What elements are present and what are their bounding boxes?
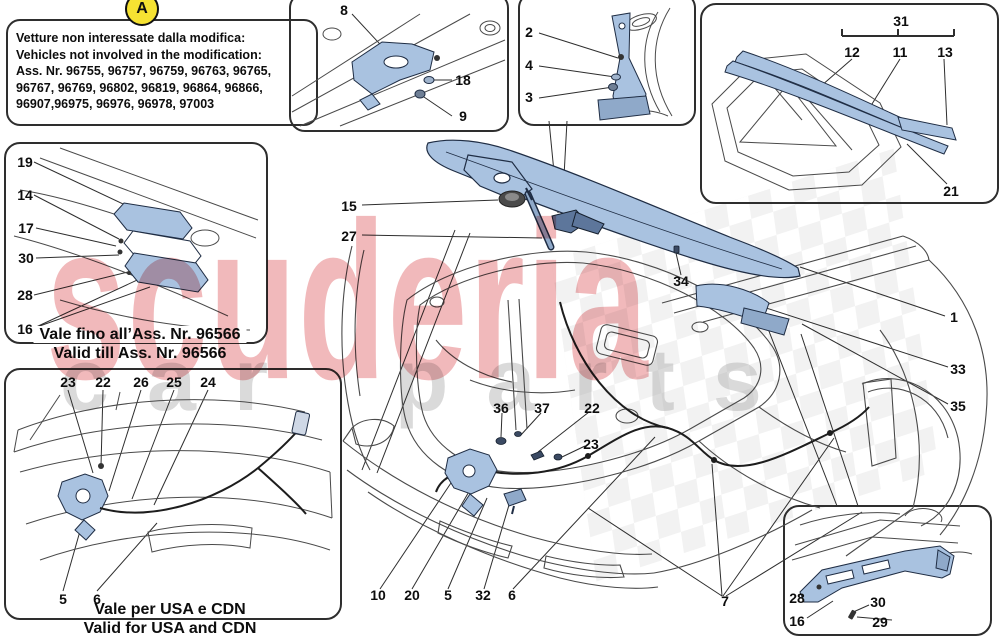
- note-line-ass3: 96907,96975, 96976, 96978, 97003: [16, 97, 215, 111]
- callout-main-10: 10: [370, 587, 386, 603]
- callout-main-36: 36: [493, 400, 509, 416]
- callout-gasket-box-21: 21: [943, 183, 959, 199]
- callout-main-23: 23: [583, 436, 599, 452]
- callout-main-34: 34: [673, 273, 689, 289]
- callout-main-35: 35: [950, 398, 966, 414]
- callout-hinge-bracket-box-18: 18: [455, 72, 471, 88]
- lid-hinge: [551, 209, 605, 235]
- fastener-parts: [495, 245, 680, 461]
- callout-usa-box-6: 6: [93, 591, 101, 607]
- valid-till-caption-en: Valid till Ass. Nr. 96566: [53, 345, 227, 362]
- callout-usa-box-22: 22: [95, 374, 111, 390]
- valid-till-caption-it: Vale fino all’Ass. Nr. 96566: [33, 326, 247, 344]
- callout-main-1: 1: [950, 309, 958, 325]
- callout-main-32: 32: [475, 587, 491, 603]
- badge-letter: A: [136, 0, 148, 17]
- gasket-detail-box: [700, 3, 999, 204]
- modification-note: Vetture non interessate dalla modifica: …: [16, 30, 308, 113]
- callout-gasket-box-31: 31: [893, 13, 909, 29]
- callout-usa-box-25: 25: [166, 374, 182, 390]
- usa-cdn-detail-box: [4, 368, 342, 620]
- callout-valid-till-box-14: 14: [17, 187, 33, 203]
- callout-usa-box-24: 24: [200, 374, 216, 390]
- callout-valid-till-box-19: 19: [17, 154, 33, 170]
- callout-main-20: 20: [404, 587, 420, 603]
- callout-hinge-bracket-box-9: 9: [459, 108, 467, 124]
- callout-main-37: 37: [534, 400, 550, 416]
- callout-hinge-box-3: 3: [525, 89, 533, 105]
- callout-gasket-box-12: 12: [844, 44, 860, 60]
- usa-caption-en: Valid for USA and CDN: [83, 620, 257, 637]
- callout-usa-box-5: 5: [59, 591, 67, 607]
- rear-trim-parts: [695, 283, 790, 336]
- gas-strut: [524, 187, 555, 251]
- cable-clips: [585, 430, 833, 463]
- callout-main-33: 33: [950, 361, 966, 377]
- modification-badge: A: [125, 0, 159, 26]
- callout-usa-box-26: 26: [133, 374, 149, 390]
- note-line-ass2: 96767, 96769, 96802, 96819, 96864, 96866…: [16, 80, 263, 95]
- release-cables: [435, 301, 870, 493]
- callout-hinge-box-2: 2: [525, 24, 533, 40]
- striker-part: [503, 488, 527, 515]
- callout-main-7: 7: [721, 593, 729, 609]
- callout-main-5: 5: [444, 587, 452, 603]
- note-line-en: Vehicles not involved in the modificatio…: [16, 47, 262, 62]
- callout-main-15: 15: [341, 198, 357, 214]
- hinge-bracket-detail-box: [289, 0, 509, 132]
- callout-duct-box-28: 28: [789, 590, 805, 606]
- callout-duct-box-16: 16: [789, 613, 805, 629]
- callout-usa-box-23: 23: [60, 374, 76, 390]
- callout-gasket-box-11: 11: [892, 44, 908, 60]
- callout-main-6: 6: [508, 587, 516, 603]
- callout-duct-box-29: 29: [872, 614, 888, 630]
- rubber-plug: [498, 190, 526, 208]
- note-line-it: Vetture non interessate dalla modifica:: [16, 31, 246, 45]
- callout-valid-till-box-28: 28: [17, 287, 33, 303]
- note-line-ass1: Ass. Nr. 96755, 96757, 96759, 96763, 967…: [16, 64, 272, 78]
- callout-valid-till-box-16: 16: [17, 321, 33, 337]
- callout-gasket-box-13: 13: [937, 44, 953, 60]
- usa-caption-it: Vale per USA e CDN: [88, 601, 252, 619]
- callout-hinge-bracket-box-8: 8: [340, 2, 348, 18]
- hinge-detail-box: [518, 0, 696, 126]
- callout-duct-box-30: 30: [870, 594, 886, 610]
- callout-hinge-box-4: 4: [525, 57, 533, 73]
- callout-main-27: 27: [341, 228, 357, 244]
- callout-valid-till-box-17: 17: [18, 220, 34, 236]
- valid-till-detail-box: [4, 142, 268, 344]
- lock-assembly: [444, 448, 498, 517]
- callout-main-22: 22: [584, 400, 600, 416]
- callout-valid-till-box-30: 30: [18, 250, 34, 266]
